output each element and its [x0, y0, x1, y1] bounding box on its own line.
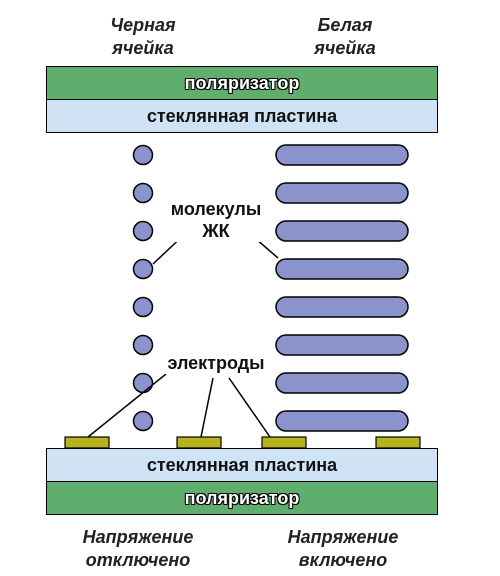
- lc-molecule-horizontal: [275, 296, 409, 318]
- electrode: [176, 436, 222, 449]
- top-polarizer: поляризатор: [46, 66, 438, 100]
- molecules-label-line2: ЖК: [202, 221, 230, 241]
- lc-molecule-vertical: [132, 334, 154, 356]
- pointer-line-electrode-3: [228, 377, 271, 438]
- lc-molecule-vertical: [132, 258, 154, 280]
- caption-black-cell: Черная ячейка: [63, 14, 223, 60]
- caption-white-line2: ячейка: [314, 38, 376, 58]
- lc-molecule-horizontal: [275, 372, 409, 394]
- pointer-line-electrode-1: [87, 373, 167, 438]
- caption-voltage-off-line1: Напряжение: [82, 527, 194, 547]
- caption-white-cell: Белая ячейка: [265, 14, 425, 60]
- top-glass-plate: стеклянная пластина: [46, 99, 438, 133]
- molecules-label-line1: молекулы: [170, 199, 262, 219]
- lc-molecule-horizontal: [275, 334, 409, 356]
- lc-molecule-vertical: [132, 410, 154, 432]
- lc-molecule-vertical: [132, 296, 154, 318]
- electrodes-label-text: электроды: [167, 353, 265, 373]
- caption-black-line1: Черная: [110, 15, 176, 35]
- top-glass-label: стеклянная пластина: [146, 106, 338, 126]
- bottom-glass-label: стеклянная пластина: [146, 455, 338, 475]
- caption-voltage-on-line2: включено: [298, 550, 388, 570]
- electrode: [261, 436, 307, 449]
- top-polarizer-label: поляризатор: [184, 73, 300, 93]
- pointer-lines: [87, 229, 279, 438]
- lc-molecule-vertical: [132, 144, 154, 166]
- pointer-line-electrode-2: [200, 377, 214, 438]
- bottom-polarizer: поляризатор: [46, 481, 438, 515]
- molecules-label: молекулы ЖК: [160, 198, 272, 242]
- lc-molecule-horizontal: [275, 258, 409, 280]
- bottom-polarizer-label: поляризатор: [184, 488, 300, 508]
- caption-voltage-off-line2: отключено: [85, 550, 191, 570]
- lc-molecule-horizontal: [275, 182, 409, 204]
- lc-molecule-vertical: [132, 182, 154, 204]
- caption-voltage-on-line1: Напряжение: [287, 527, 399, 547]
- bottom-glass-plate: стеклянная пластина: [46, 448, 438, 482]
- lc-molecule-vertical: [132, 220, 154, 242]
- caption-voltage-off: Напряжение отключено: [58, 526, 218, 572]
- caption-black-line2: ячейка: [112, 38, 174, 58]
- caption-white-line1: Белая: [317, 15, 373, 35]
- electrode: [375, 436, 421, 449]
- lc-molecule-horizontal: [275, 220, 409, 242]
- caption-voltage-on: Напряжение включено: [263, 526, 423, 572]
- lc-molecule-horizontal: [275, 410, 409, 432]
- electrode: [64, 436, 110, 449]
- lc-molecule-vertical: [132, 372, 154, 394]
- lc-molecule-horizontal: [275, 144, 409, 166]
- electrodes-label: электроды: [155, 352, 277, 374]
